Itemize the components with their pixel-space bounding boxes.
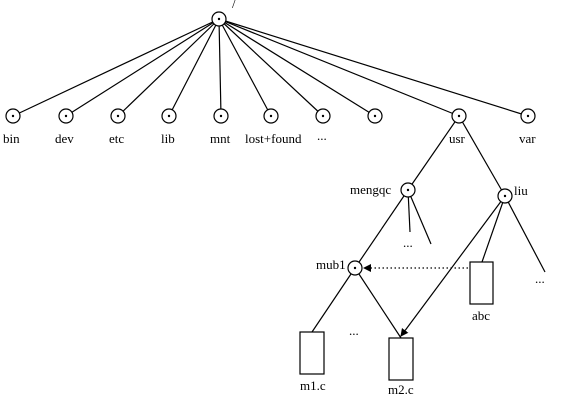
node-bin[interactable] — [5, 108, 21, 124]
label-mengqc: mengqc — [350, 182, 391, 197]
label-abc: abc — [472, 308, 490, 323]
edge-mengqc-mub1 — [354, 189, 409, 269]
edge-mub1-m1c — [311, 267, 356, 333]
node-liu[interactable] — [497, 188, 513, 204]
node-ellipsis[interactable] — [315, 108, 331, 124]
node-lib[interactable] — [161, 108, 177, 124]
node-lost-found[interactable] — [263, 108, 279, 124]
node-usr[interactable] — [451, 108, 467, 124]
edge-root-dev — [65, 18, 220, 117]
label-m1c: m1.c — [300, 378, 326, 393]
file-m1c-box[interactable] — [299, 331, 325, 375]
label-mub1: mub1 — [316, 257, 346, 272]
edge-root-ellipsis — [218, 18, 324, 117]
root-edges — [12, 18, 529, 117]
root-label: / — [232, 0, 236, 11]
label-m2c: m2.c — [388, 382, 414, 397]
edge-root-etc — [117, 18, 220, 117]
edge-liu-m2c-link — [400, 195, 506, 337]
edge-root-var — [218, 18, 529, 117]
node-root[interactable] — [211, 11, 227, 27]
node-dev[interactable] — [58, 108, 74, 124]
edge-liu-abc — [481, 195, 506, 263]
edge-root-bin — [12, 18, 220, 117]
edge-usr-mengqc — [407, 115, 460, 191]
label-lost-found: lost+found — [245, 131, 302, 146]
label-etc: etc — [109, 131, 124, 146]
edge-root-usr — [218, 18, 460, 117]
edge-root-mnt — [218, 18, 222, 117]
edge-usr-liu — [458, 115, 506, 197]
label-lib: lib — [161, 131, 175, 146]
label-liu: liu — [514, 183, 528, 198]
file-m2c-box[interactable] — [388, 337, 414, 381]
edge-mub1-m2c — [354, 267, 402, 339]
label-bin: bin — [3, 131, 20, 146]
label-top-ellipsis: ... — [317, 128, 327, 143]
edge-mengqc-sub2 — [407, 189, 432, 245]
node-var[interactable] — [520, 108, 536, 124]
label-var: var — [519, 131, 536, 146]
node-mnt[interactable] — [213, 108, 229, 124]
edge-liu-sub — [504, 195, 546, 273]
label-mub1-ellipsis: ... — [349, 323, 359, 338]
label-mengqc-ellipsis: ... — [403, 235, 413, 250]
node-mengqc[interactable] — [400, 182, 416, 198]
node-etc[interactable] — [110, 108, 126, 124]
edge-root-lostfound — [218, 18, 272, 117]
edge-root-lib — [168, 18, 220, 117]
file-abc-box[interactable] — [469, 261, 494, 305]
label-liu-ellipsis: ... — [535, 271, 545, 286]
edge-root-unnamed — [218, 18, 376, 117]
label-mnt: mnt — [210, 131, 231, 146]
label-dev: dev — [55, 131, 74, 146]
node-unnamed[interactable] — [367, 108, 383, 124]
label-usr: usr — [449, 131, 466, 146]
node-mub1[interactable] — [347, 260, 363, 276]
